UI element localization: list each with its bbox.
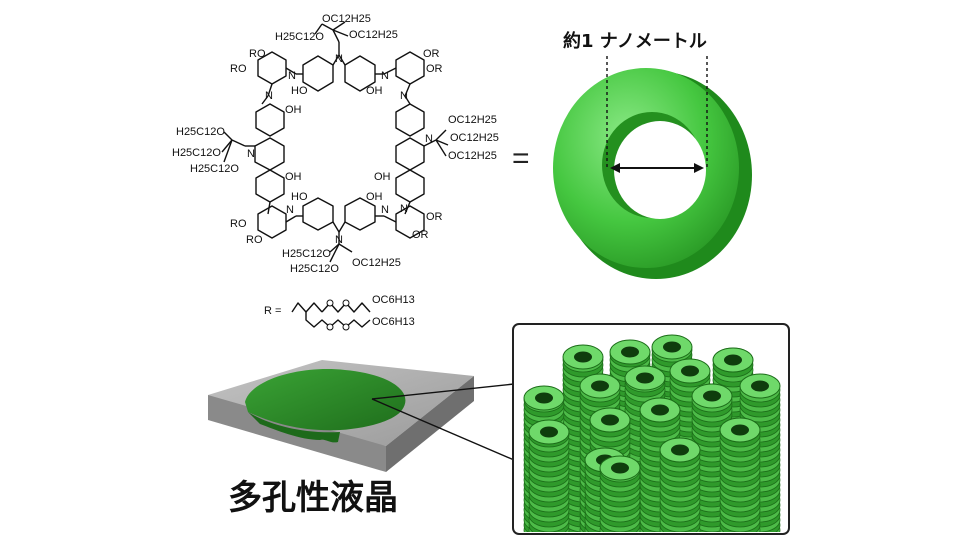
mol-label: H25C12O [176, 126, 225, 138]
mol-label: RO [246, 234, 263, 246]
mol-label: H25C12O [275, 31, 324, 43]
mol-label: H25C12O [282, 248, 331, 260]
mol-label: H25C12O [172, 147, 221, 159]
mol-label: OH [285, 171, 302, 183]
mol-label: OC12H25 [349, 29, 398, 41]
r-chain-top: OC6H13 [372, 294, 415, 306]
mol-label: OR [412, 229, 429, 241]
r-definition-prefix: R = [264, 305, 281, 317]
mol-label: OH [366, 191, 383, 203]
ring-column [599, 455, 641, 532]
r-chain-bottom: OC6H13 [372, 316, 415, 328]
material-label: 多孔性液晶 [228, 478, 398, 518]
mol-label: OC12H25 [448, 150, 497, 162]
r-group-definition: R = OC6H13 OC6H13 [264, 294, 415, 331]
equals-sign: = [512, 142, 530, 175]
mol-label: H25C12O [290, 263, 339, 275]
mol-label: N [265, 90, 273, 102]
mol-label: N [247, 148, 255, 160]
mol-label: OC12H25 [450, 132, 499, 144]
columnar-stacks [523, 334, 781, 532]
mol-label: OH [374, 171, 391, 183]
mol-label: N [400, 90, 408, 102]
mol-label: N [400, 203, 408, 215]
mol-label: N [381, 70, 389, 82]
mol-label: OH [366, 85, 383, 97]
mol-label: HO [291, 85, 308, 97]
ring-column [691, 383, 733, 532]
mol-label: N [335, 53, 343, 65]
mol-label: N [288, 70, 296, 82]
mol-label: RO [230, 218, 247, 230]
macrocycle-bonds [221, 21, 449, 263]
zoom-panel [512, 323, 790, 535]
mol-label: N [286, 204, 294, 216]
mol-label: N [381, 204, 389, 216]
mol-label: OC12H25 [322, 13, 371, 25]
mol-label: HO [291, 191, 308, 203]
mol-label: OC12H25 [352, 257, 401, 269]
substrate-with-film [208, 360, 515, 472]
mol-label: OR [426, 211, 443, 223]
mol-label: OC12H25 [448, 114, 497, 126]
mol-label: N [335, 234, 343, 246]
ring-column [659, 437, 701, 532]
ring-illustration [553, 56, 752, 279]
mol-label: N [425, 133, 433, 145]
mol-label: OR [423, 48, 440, 60]
ring-column [528, 419, 570, 532]
ring-column [719, 417, 761, 532]
mol-label: RO [249, 48, 266, 60]
macrocycle-structure: OC12H25 H25C12O OC12H25 RO RO OR OR N N … [172, 13, 499, 275]
mol-label: H25C12O [190, 163, 239, 175]
mol-label: OR [426, 63, 443, 75]
mol-label: OH [285, 104, 302, 116]
ring-size-label: 約1 ナノメートル [563, 30, 707, 52]
mol-label: RO [230, 63, 247, 75]
